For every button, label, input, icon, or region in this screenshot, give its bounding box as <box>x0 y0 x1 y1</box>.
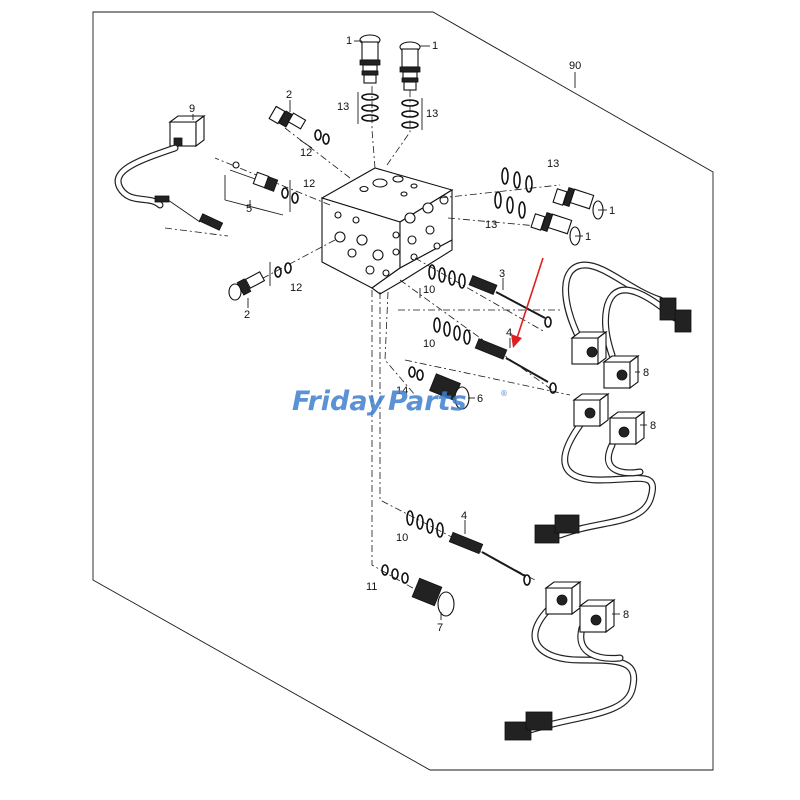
solenoid-coil-part8-pair-3 <box>504 580 638 741</box>
callout-10c: 10 <box>396 532 408 544</box>
callout-13b: 13 <box>426 108 438 120</box>
callout-6: 6 <box>477 393 483 405</box>
spool-part4-lower <box>406 510 531 586</box>
assembly-boundary <box>92 11 714 771</box>
callout-4a: 4 <box>506 327 512 339</box>
oring-set-part13-top-left <box>357 92 379 124</box>
cartridge-valve-part1-right-lower <box>530 212 581 246</box>
callout-13a: 13 <box>337 101 349 113</box>
watermark-text-main: Friday <box>292 386 386 417</box>
callout-3: 3 <box>499 268 505 280</box>
callout-12c: 12 <box>290 282 302 294</box>
callout-12a: 12 <box>300 147 312 159</box>
oring-set-part12 <box>269 129 330 286</box>
callout-1b: 1 <box>432 40 438 52</box>
solenoid-coil-part9 <box>114 114 224 231</box>
spool-part3 <box>419 264 552 328</box>
callout-4b: 4 <box>461 510 467 522</box>
callout-12b: 12 <box>303 178 315 190</box>
callout-1c: 1 <box>609 205 615 217</box>
callout-1d: 1 <box>585 231 591 243</box>
cartridge-valve-part1-top-right <box>399 41 421 91</box>
callout-13d: 13 <box>485 219 497 231</box>
callout-10a: 10 <box>423 284 435 296</box>
callout-11: 11 <box>366 581 377 593</box>
callout-90: 90 <box>569 60 581 72</box>
watermark-logo: Friday Parts ® <box>292 386 508 417</box>
spool-part4-upper <box>433 317 557 394</box>
leader-lines <box>192 40 647 620</box>
cartridge-valve-part1-top-left <box>359 34 381 84</box>
valve-manifold-block <box>320 167 454 295</box>
watermark-text-sub: Parts <box>388 386 467 417</box>
watermark-registered-mark: ® <box>500 389 508 398</box>
cartridge-valve-part1-right-upper <box>552 187 604 220</box>
callout-14: 14 <box>396 385 408 397</box>
callout-8c: 8 <box>623 609 629 621</box>
callout-2b: 2 <box>244 309 250 321</box>
solenoid-coil-part8-pair-2 <box>534 392 656 544</box>
oring-set-part13-right <box>494 167 533 219</box>
callout-13c: 13 <box>547 158 559 170</box>
callout-5: 5 <box>246 203 252 215</box>
callout-8b: 8 <box>650 420 656 432</box>
callout-9: 9 <box>189 103 195 115</box>
callout-7: 7 <box>437 622 443 634</box>
callout-8a: 8 <box>643 367 649 379</box>
oring-set-part13-top-right <box>401 98 423 130</box>
pressure-switch-part2-lower <box>228 271 266 301</box>
relief-valve-part6 <box>408 366 470 410</box>
red-indicator-arrow <box>511 257 544 348</box>
solenoid-stem-part5 <box>224 161 284 216</box>
callout-labels: 90 1 1 1 1 2 2 3 4 4 5 6 7 8 8 8 9 10 10… <box>189 35 656 634</box>
solenoid-coil-part8-pair-1 <box>562 261 692 390</box>
callout-10b: 10 <box>423 338 435 350</box>
callout-1a: 1 <box>346 35 352 47</box>
callout-2a: 2 <box>286 89 292 101</box>
pressure-switch-part2-upper <box>268 105 307 130</box>
plug-part7 <box>381 564 455 617</box>
